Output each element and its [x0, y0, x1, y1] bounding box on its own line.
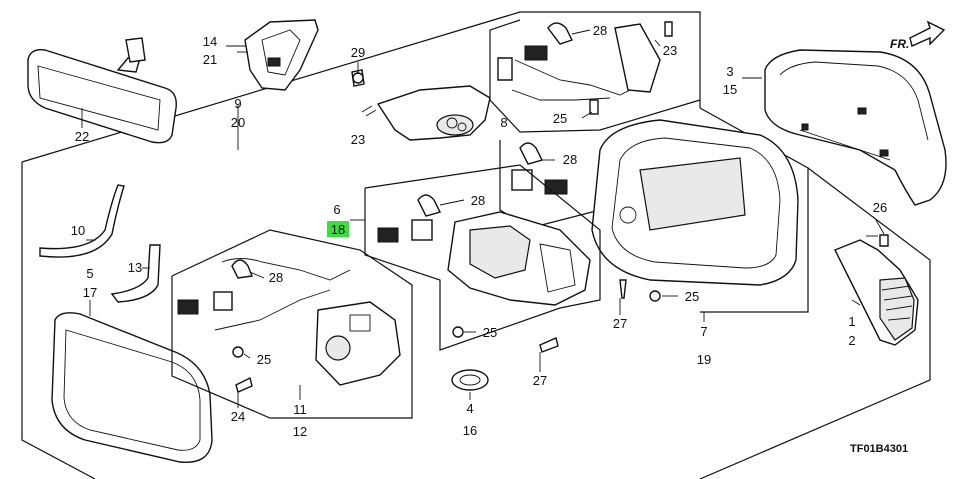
hose-13 — [110, 244, 161, 303]
label-9: 9 — [234, 96, 241, 111]
highlight-18 — [327, 221, 349, 237]
front-direction-label: FR. — [890, 37, 909, 51]
label-11: 11 — [293, 402, 307, 417]
label-27-b: 27 — [533, 373, 547, 388]
rear-view-mirror — [27, 37, 177, 144]
label-26: 26 — [873, 200, 887, 215]
label-13: 13 — [128, 260, 142, 275]
mirror-glass — [51, 312, 213, 464]
label-4: 4 — [466, 401, 473, 416]
label-1: 1 — [848, 314, 855, 329]
label-27-a: 27 — [613, 316, 627, 331]
label-17: 17 — [83, 285, 97, 300]
power-actuator — [377, 194, 591, 306]
label-25-a: 25 — [553, 111, 567, 126]
label-2: 2 — [848, 333, 855, 348]
label-28-a: 28 — [593, 23, 607, 38]
label-19: 19 — [697, 352, 711, 367]
label-23-a: 23 — [351, 132, 365, 147]
label-20: 20 — [231, 115, 245, 130]
skull-cap — [764, 49, 947, 206]
harness-box-8 — [489, 19, 701, 133]
actuator-box — [364, 164, 601, 351]
label-25-d: 25 — [685, 289, 699, 304]
cable-10 — [39, 184, 125, 258]
label-3: 3 — [726, 64, 733, 79]
motor-box — [171, 229, 413, 419]
sensor-housing — [351, 69, 491, 141]
label-28-c: 28 — [471, 193, 485, 208]
mirror-base-cover — [226, 19, 319, 91]
label-21: 21 — [203, 52, 217, 67]
label-10: 10 — [71, 223, 85, 238]
label-29: 29 — [351, 45, 365, 60]
label-5: 5 — [86, 266, 93, 281]
label-6: 6 — [333, 202, 340, 217]
leader-lines — [86, 29, 885, 408]
fasteners — [232, 21, 889, 393]
label-15: 15 — [723, 82, 737, 97]
label-23-b: 23 — [663, 43, 677, 58]
diagram-code: TF01B4301 — [850, 443, 908, 455]
label-16: 16 — [463, 423, 477, 438]
mirror-housing — [591, 119, 799, 286]
label-24: 24 — [231, 409, 245, 424]
label-7: 7 — [700, 324, 707, 339]
front-direction-arrow: FR. — [890, 20, 946, 51]
part-labels: 22 14 21 29 9 20 23 28 23 8 25 3 15 28 6… — [71, 23, 887, 439]
label-14: 14 — [203, 34, 217, 49]
label-28-b: 28 — [563, 152, 577, 167]
label-28-d: 28 — [269, 270, 283, 285]
label-12: 12 — [293, 424, 307, 439]
label-18: 18 — [331, 222, 345, 237]
housing-box — [499, 140, 601, 229]
label-22: 22 — [75, 129, 89, 144]
label-25-c: 25 — [483, 325, 497, 340]
side-turn-light — [834, 235, 919, 346]
label-8: 8 — [500, 115, 507, 130]
label-25-b: 25 — [257, 352, 271, 367]
